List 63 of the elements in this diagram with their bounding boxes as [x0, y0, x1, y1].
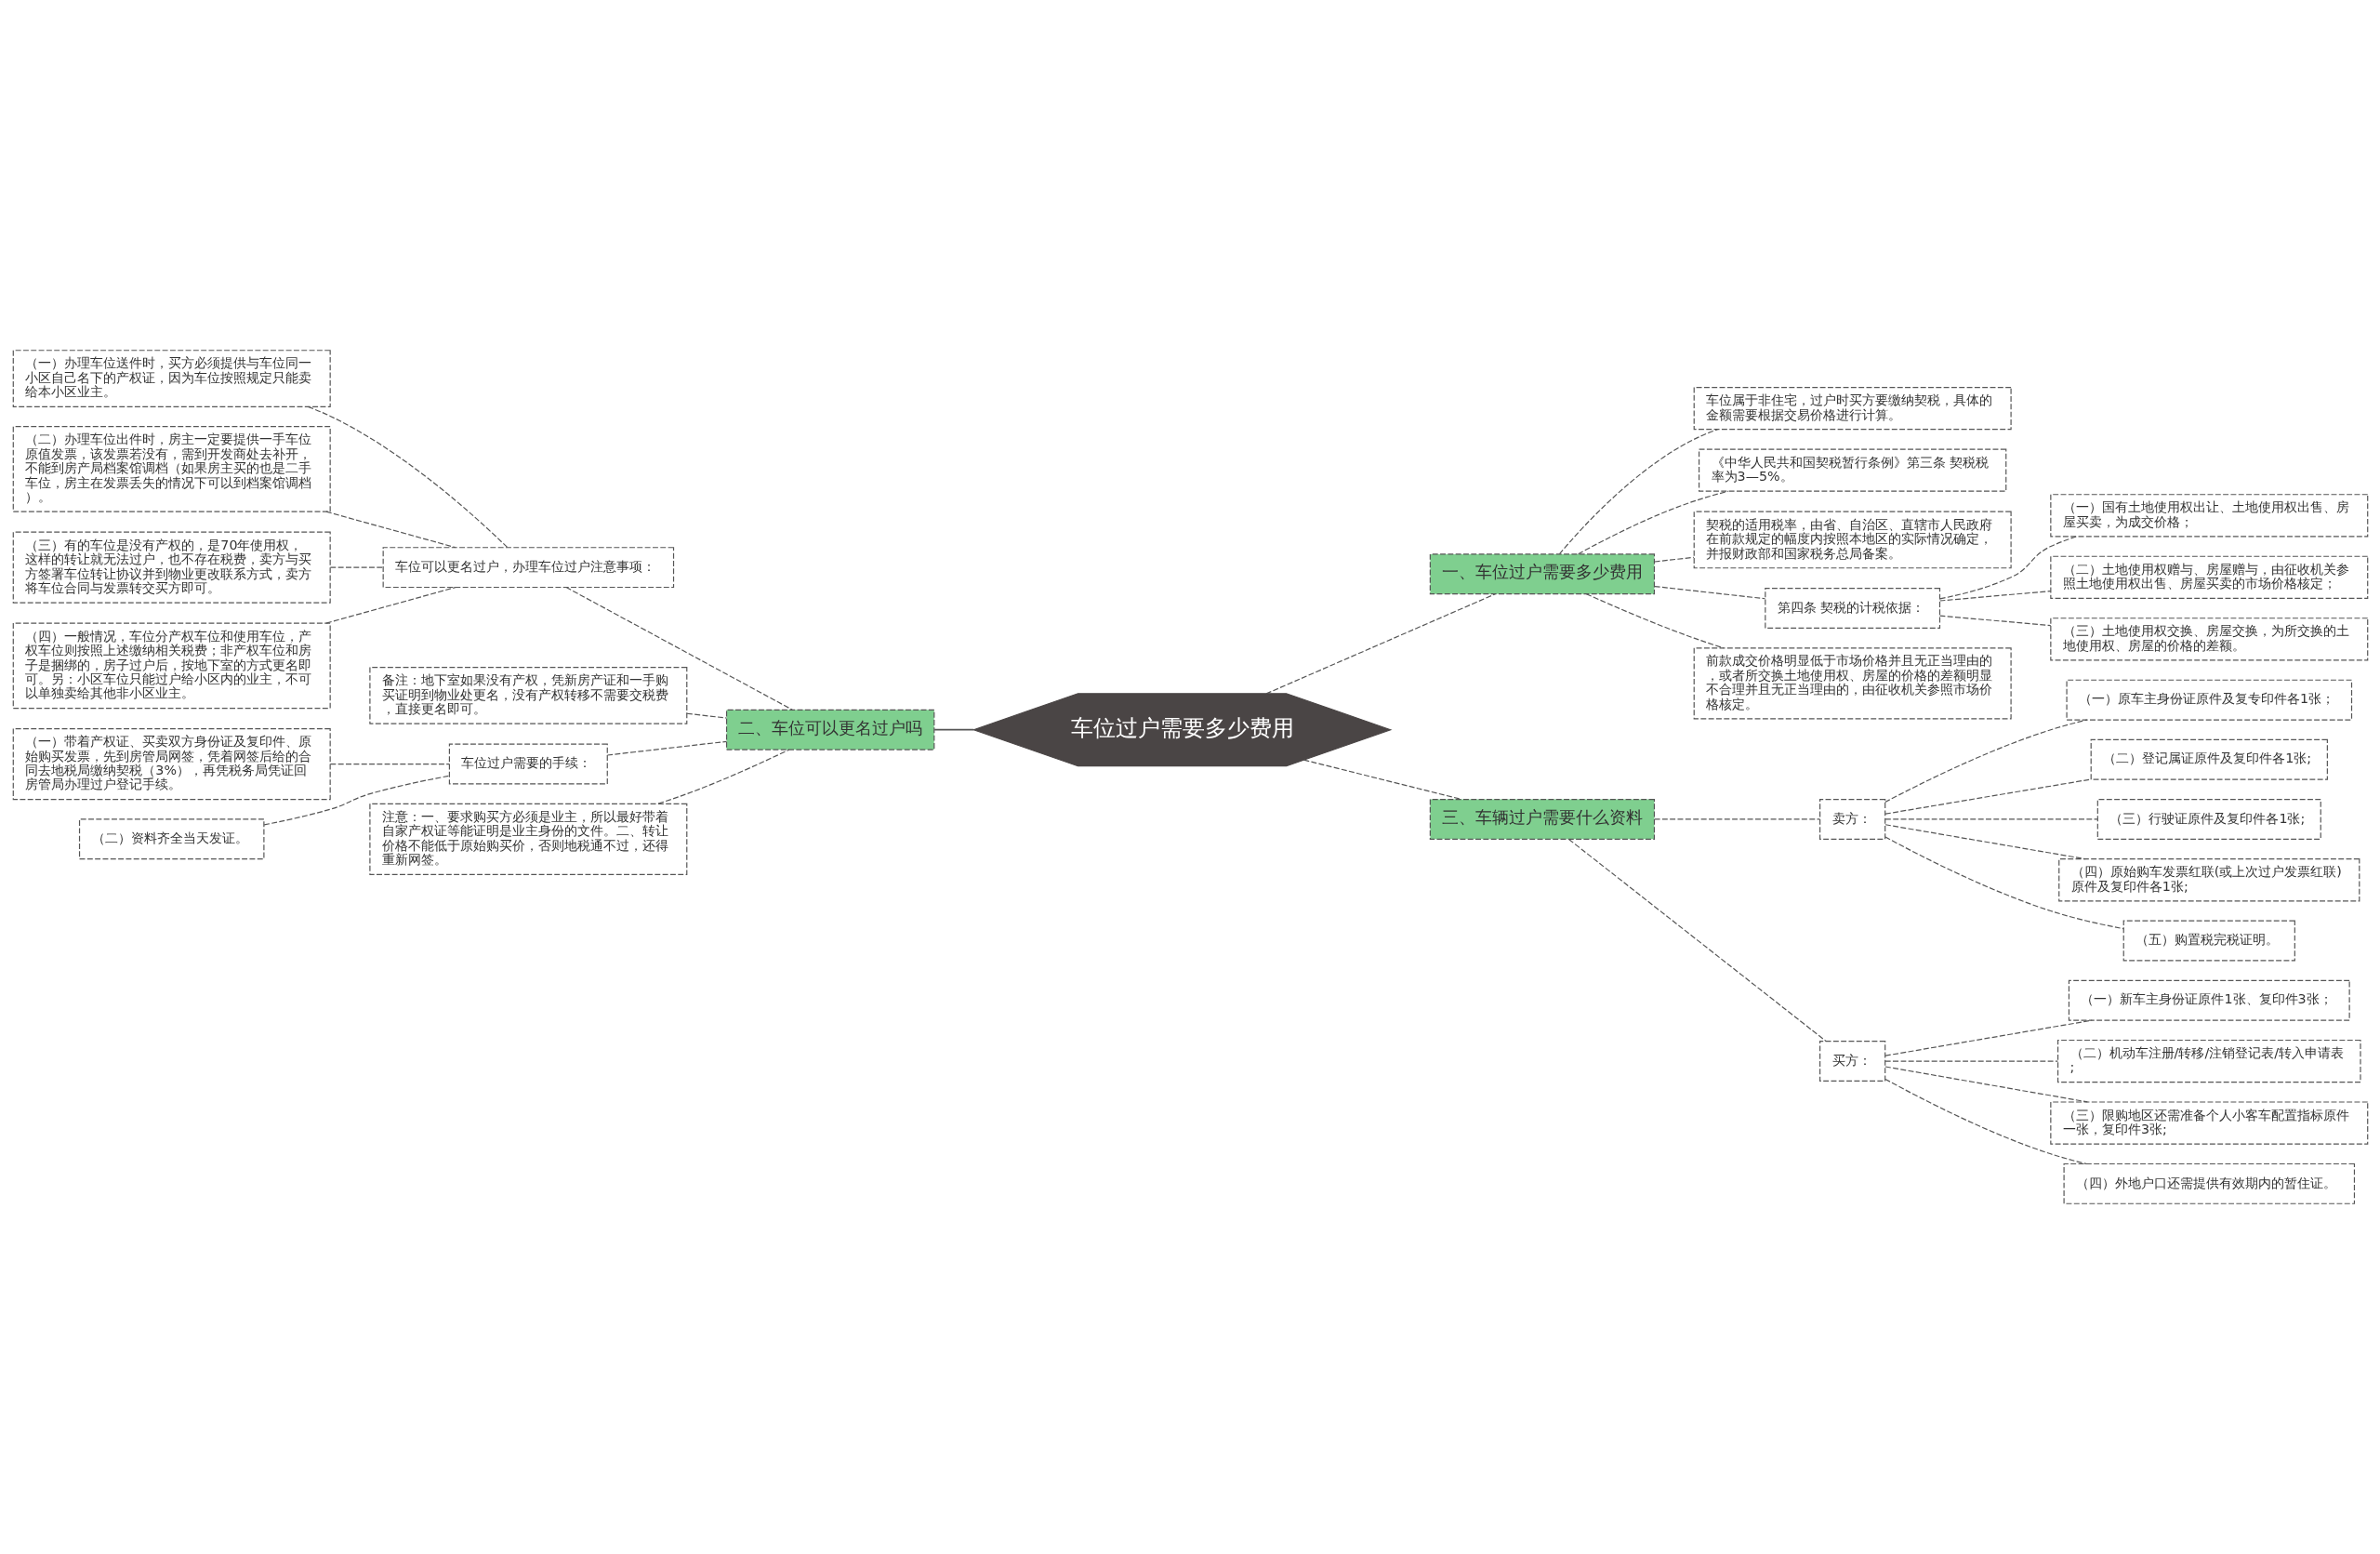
node-box: （四）原始购车发票红联(或上次过户发票红联)原件及复印件各1张;	[2057, 858, 2360, 902]
node-box: （一）带着产权证、买卖双方身份证及复印件、原始购买发票，先到房管局网签，凭着网签后给的合同去地税局缴纳契税（3%），再凭税务局凭证回房管局办理过户登记手续。	[12, 727, 331, 801]
connector	[1938, 615, 2051, 627]
connector	[1567, 839, 1827, 1043]
connector	[1884, 778, 2091, 815]
node-box: （三）行驶证原件及复印件各1张;	[2096, 798, 2321, 840]
connector	[606, 740, 727, 756]
connector	[324, 511, 456, 549]
node-box: （三）限购地区还需准备个人小客车配置指标原件一张，复印件3张;	[2049, 1101, 2368, 1145]
node-box: 前款成交价格明显低于市场价格并且无正当理由的，或者所交换土地使用权、房屋的价格的差额明显不合理并且无正当理由的，由征收机关参照市场价格核定。	[1693, 647, 2012, 720]
connector	[329, 566, 384, 568]
node-box: 卖方：	[1818, 798, 1885, 840]
connector	[685, 712, 727, 719]
node-box: 一、车位过户需要多少费用	[1429, 553, 1655, 595]
connector	[329, 763, 450, 765]
node-box: （一）新车主身份证原件1张、复印件3张；	[2068, 979, 2350, 1021]
connector	[1884, 1019, 2093, 1056]
node-box: （三）土地使用权交换、房屋交换，为所交换的土地使用权、房屋的价格的差额。	[2049, 618, 2368, 661]
node-box: （一）办理车位送件时，买方必须提供与车位同一小区自己名下的产权证，因为车位按照规定只能卖给本小区业主。	[12, 350, 331, 407]
connector	[1585, 593, 1724, 649]
node-box: （二）机动车注册/转移/注销登记表/转入申请表;	[2056, 1039, 2361, 1083]
node-box: 契税的适用税率，由省、自治区、直辖市人民政府在前款规定的幅度内按照本地区的实际情况确定，并报财政部和国家税务总局备案。	[1693, 511, 2012, 569]
node-box: 买方：	[1818, 1041, 1885, 1082]
node-box: 车位可以更名过户，办理车位过户注意事项：	[382, 547, 674, 589]
node-box: 车位属于非住宅，过户时买方要缴纳契税，具体的金额需要根据交易价格进行计算。	[1693, 386, 2012, 431]
connector	[1884, 719, 2088, 804]
connector	[1302, 759, 1462, 801]
connector	[1884, 818, 2098, 820]
node-box: 注意：一、要求购买方必须是业主，所以最好带着自家产权证等能证明是业主身份的文件。二、转让价格不能低于原始购买价，否则地税通不过，还得重新网签。	[368, 803, 687, 875]
connector	[932, 728, 974, 731]
node-box: （一）国有土地使用权出让、土地使用权出售、房屋买卖，为成交价格；	[2049, 494, 2368, 538]
node-box: 三、车辆过户需要什么资料	[1429, 798, 1655, 840]
connector	[1653, 818, 1820, 820]
node-box: （三）有的车位是没有产权的，是70年使用权，这样的转让就无法过户，也不存在税费，卖方与买方签署车位转让协议并到物业更改联系方式，卖方将车位合同与发票转交买方即可。	[12, 531, 331, 604]
node-box: （二）土地使用权赠与、房屋赠与，由征收机关参照土地使用权出售、房屋买卖的市场价格核定；	[2049, 555, 2368, 599]
node-box: （四）一般情况，车位分产权车位和使用车位，产权车位则按照上述缴纳相关税费；非产权车位和房子是捆绑的，房子过户后，按地下室的方式更名即可。另：小区车位只能过户给小区内的业主，不可以单独卖给其他非小区业主。	[12, 622, 331, 710]
connector	[1884, 1078, 2087, 1165]
connector	[1653, 585, 1765, 600]
node-box: 二、车位可以更名过户吗	[725, 709, 934, 750]
node-box: （一）原车主身份证原件及复专印件各1张；	[2065, 679, 2352, 721]
connector	[1653, 556, 1694, 563]
connector	[1938, 591, 2051, 602]
connector	[564, 586, 793, 711]
node-box: 第四条 契税的计税依据：	[1764, 588, 1940, 630]
node-box: （二）资料齐全当天发证。	[78, 818, 264, 860]
node-box: （二）办理车位出件时，房主一定要提供一手车位原值发票，该发票若没有，需到开发商处去补开，不能到房产局档案馆调档（如果房主买的也是二手车位，房主在发票丢失的情况下可以到档案馆调档）。	[12, 426, 331, 512]
node-box: （二）登记属证原件及复印件各1张;	[2090, 738, 2328, 780]
connector	[657, 749, 789, 804]
connector	[1884, 1066, 2088, 1103]
connector	[263, 775, 450, 826]
connector	[1884, 1060, 2058, 1062]
connector	[1884, 836, 2124, 930]
connector	[1884, 824, 2086, 860]
node-box: 备注：地下室如果没有产权，凭新房产证和一手购买证明到物业处更名，没有产权转移不需要交税费，直接更名即可。	[368, 667, 687, 724]
node-box: 《中华人民共和国契税暂行条例》第三条 契税税率为3—5%。	[1698, 448, 2006, 492]
connector	[1264, 593, 1496, 695]
connector	[324, 587, 456, 624]
connector	[307, 405, 508, 549]
node-box: （五）购置税完税证明。	[2122, 920, 2295, 962]
connector	[1938, 536, 2077, 600]
node-box: （四）外地户口还需提供有效期内的暂住证。	[2063, 1162, 2355, 1204]
connector	[1558, 429, 1718, 555]
node-box: 车位过户需要的手续：	[448, 743, 608, 785]
